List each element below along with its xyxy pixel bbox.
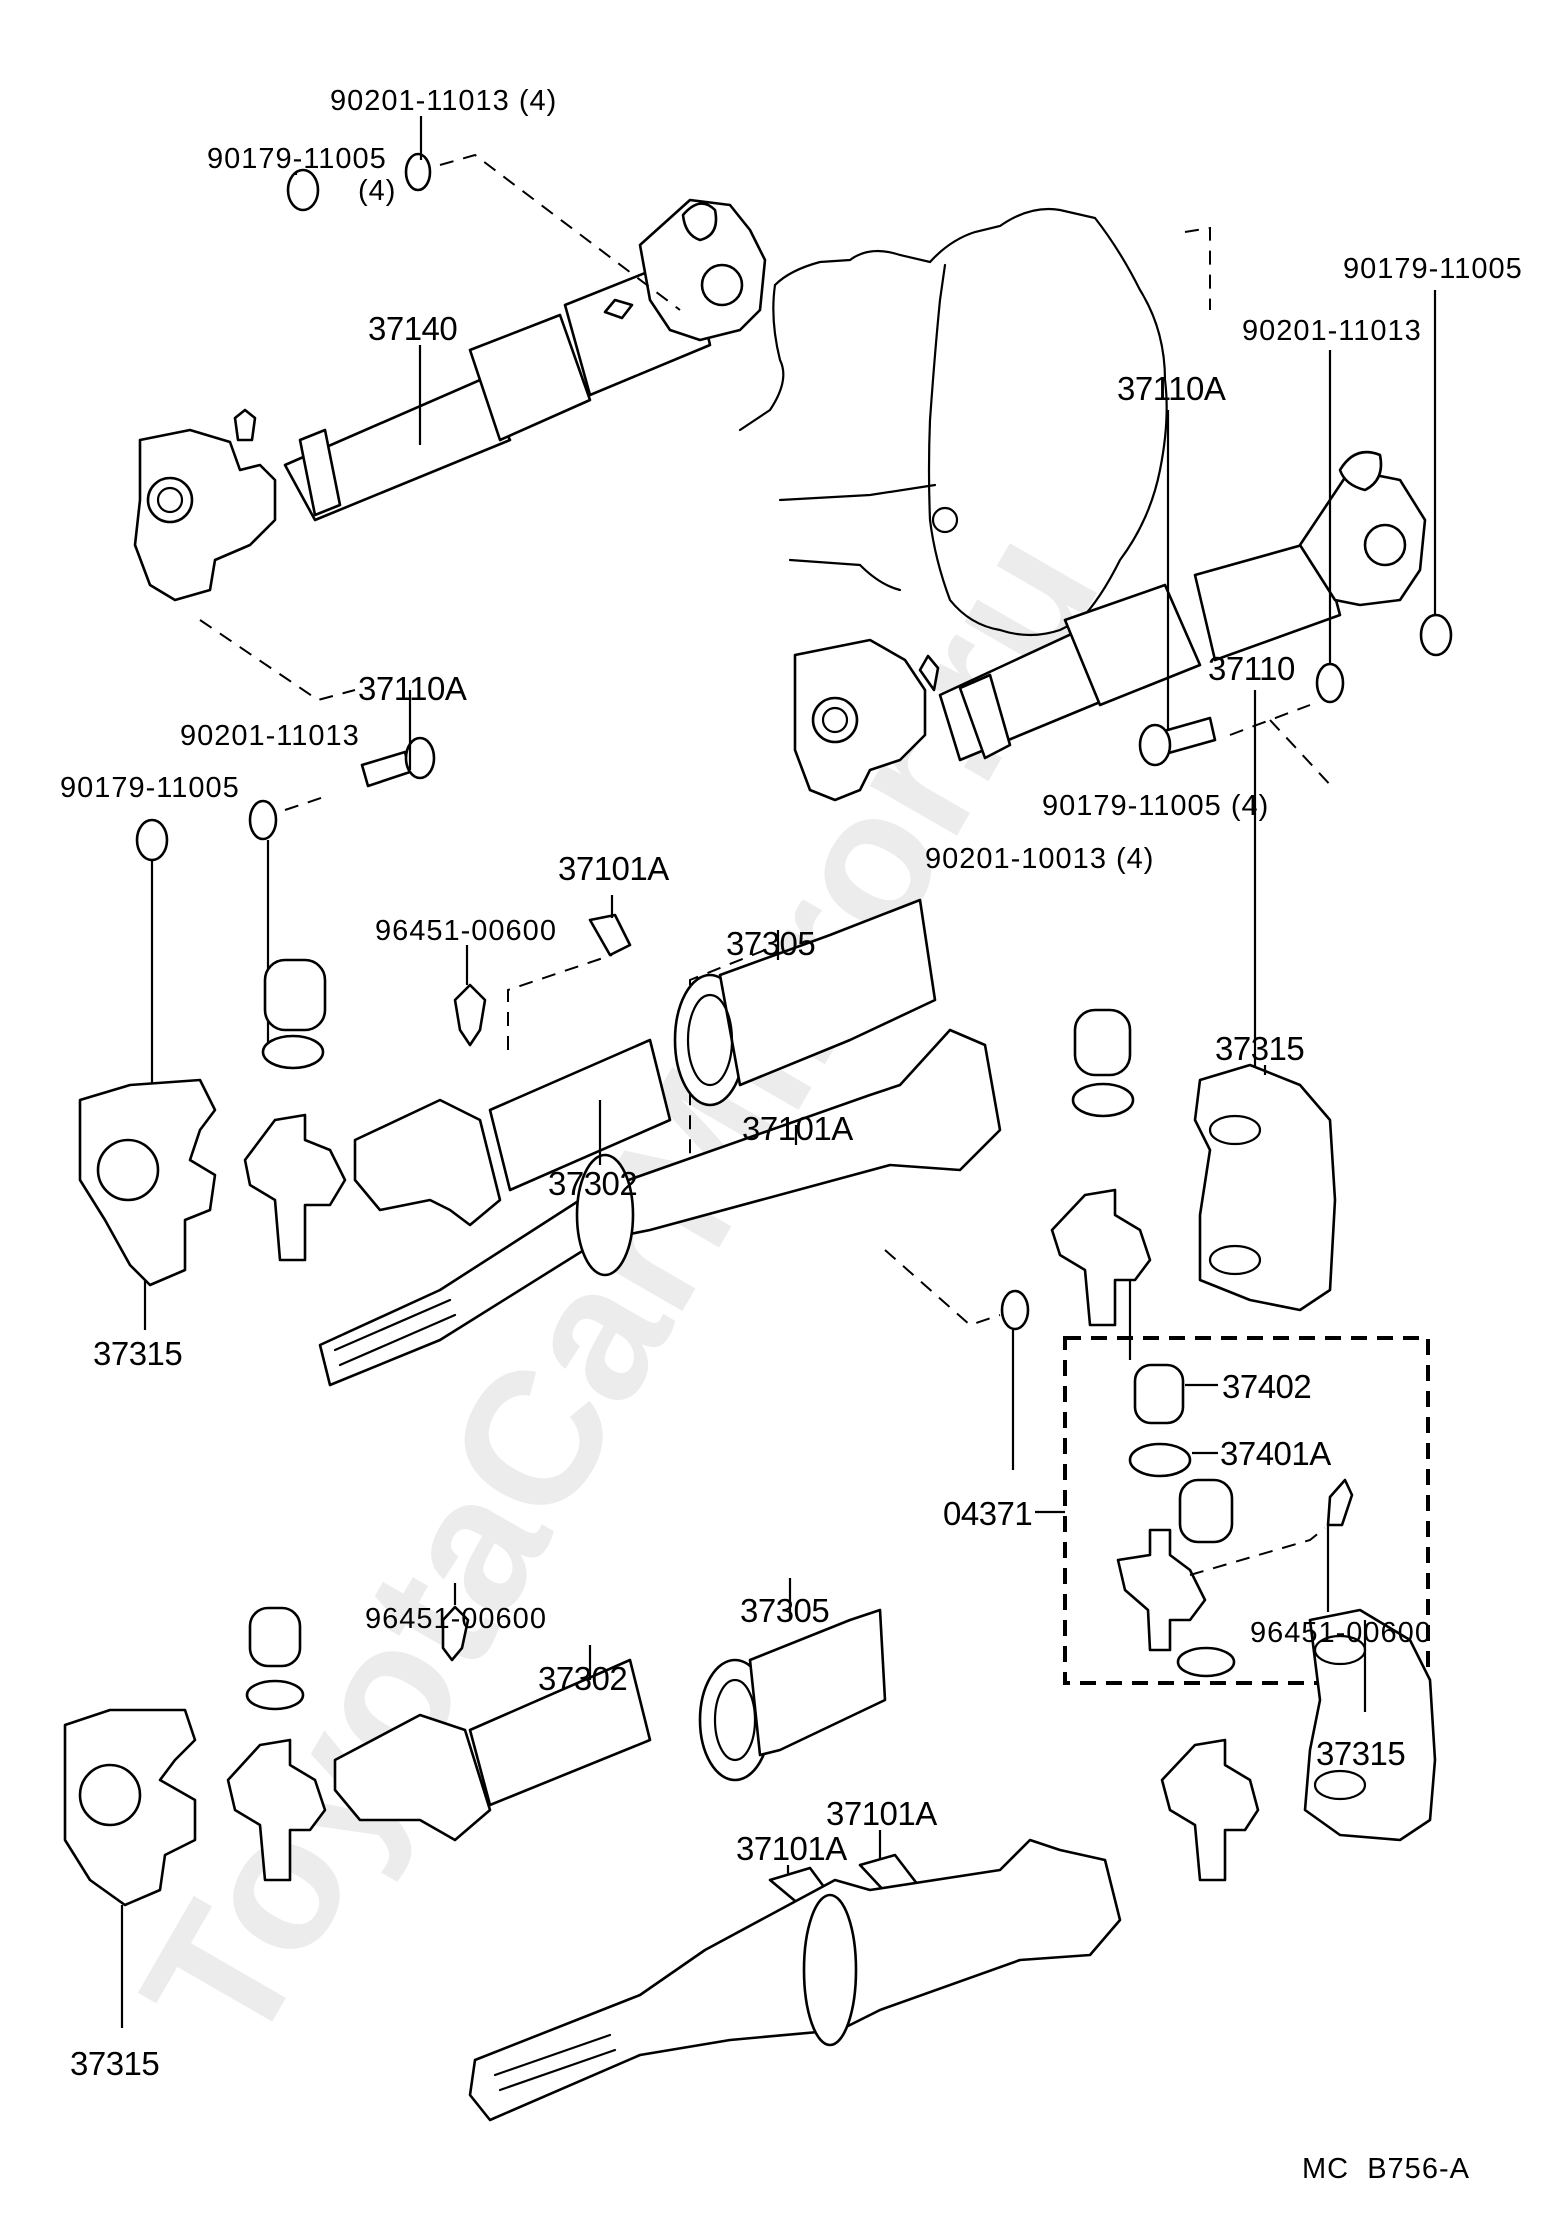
propeller-shaft-37140: [133, 198, 767, 602]
snap-ring: [245, 1679, 305, 1711]
label-90179-11005-qty4: 90179-11005 (4): [1042, 790, 1269, 822]
grease-fitting: [441, 1605, 470, 1662]
label-37402: 37402: [1222, 1368, 1311, 1405]
label-37110: 37110: [1208, 650, 1295, 687]
washer-90201-11013: [248, 799, 278, 841]
label-90179-11005: 90179-11005: [207, 143, 387, 175]
label-37305: 37305: [726, 925, 815, 962]
spider: [1050, 1188, 1152, 1327]
middle-exploded-parts: [78, 898, 1337, 1387]
snap-ring: [1071, 1082, 1135, 1118]
flange-yoke-37315: [1193, 1063, 1337, 1312]
fasteners-upper-left: [135, 152, 681, 862]
snap-ring: [1176, 1646, 1236, 1678]
label-90179-11005-left: 90179-11005: [60, 772, 240, 804]
bearing-cup: [1178, 1478, 1234, 1544]
yoke-shaft-37302: [333, 1713, 492, 1842]
part-labels: 90201-11013 (4) 90179-11005 (4) 37140 90…: [60, 85, 1523, 2185]
washer-90201-11013: [404, 152, 432, 192]
spider-kit-box: [1035, 1336, 1430, 1685]
spider: [1116, 1528, 1207, 1652]
leader-lines-upper: [150, 116, 1437, 1470]
label-37140: 37140: [368, 310, 457, 347]
label-37110A-left: 37110A: [358, 670, 467, 707]
nut-90179-11005: [135, 818, 169, 862]
leader-lines-lower: [120, 1578, 1367, 2028]
label-37401A: 37401A: [1220, 1435, 1331, 1472]
label-37315-right: 37315: [1215, 1030, 1304, 1067]
grease-fitting-96451-00600: [1326, 1478, 1354, 1527]
snap-ring-37401A: [1128, 1442, 1192, 1478]
label-96451-00600-kit: 96451-00600: [1250, 1617, 1432, 1649]
label-37110A-right: 37110A: [1117, 370, 1226, 407]
washer-90201-11013: [1315, 662, 1345, 704]
label-96451-00600: 96451-00600: [375, 915, 557, 947]
label-90201-10013-qty4: 90201-10013 (4): [925, 843, 1154, 875]
label-37315-lower-left: 37315: [70, 2045, 159, 2082]
snap-ring: [261, 1034, 325, 1070]
label-37101A-lower-b: 37101A: [736, 1830, 847, 1867]
bearing-cup: [1073, 1008, 1132, 1077]
leader-lines-middle: [143, 895, 1267, 1330]
label-37315-left: 37315: [93, 1335, 182, 1372]
diagram-code: MC B756-A: [1302, 2153, 1470, 2185]
label-37305-lower: 37305: [740, 1592, 829, 1629]
label-90201-11013-qty4: 90201-11013 (4): [330, 85, 557, 117]
label-37315-lower-right: 37315: [1316, 1735, 1405, 1772]
spider: [1160, 1738, 1260, 1882]
spider: [243, 1113, 347, 1262]
label-qty-4: (4): [358, 175, 396, 207]
label-90201-11013-left: 90201-11013: [180, 720, 360, 752]
nut-90179-11005: [286, 168, 320, 212]
label-37302-lower: 37302: [538, 1660, 627, 1697]
label-04371: 04371: [943, 1495, 1032, 1532]
yoke-shaft-37302: [353, 1098, 502, 1227]
bearing-cup: [263, 958, 327, 1032]
transfer-case-outline: [738, 207, 1211, 637]
balance-weight: [588, 913, 632, 957]
label-90201-11013-right: 90201-11013: [1242, 315, 1422, 347]
bearing-cup-37402: [1133, 1363, 1185, 1425]
label-37101A: 37101A: [558, 850, 669, 887]
nut-90179-11005: [1419, 613, 1453, 657]
washer-90201-10013: [1000, 1289, 1030, 1331]
propeller-shaft-37110: [793, 450, 1427, 802]
flange-yoke-37315: [1303, 1608, 1437, 1842]
label-37101A-second: 37101A: [742, 1110, 853, 1147]
label-90179-11005-right: 90179-11005: [1343, 253, 1523, 285]
label-37302: 37302: [548, 1165, 637, 1202]
lower-exploded-parts: [63, 1478, 1437, 2122]
label-37101A-lower-a: 37101A: [826, 1795, 937, 1832]
grease-fitting: [453, 983, 487, 1047]
propeller-tube-lower: [468, 1838, 1122, 2122]
bolt-37110A: [360, 750, 412, 788]
spider: [226, 1738, 327, 1882]
bearing-cup: [248, 1606, 302, 1668]
label-96451-00600-lower: 96451-00600: [365, 1603, 547, 1635]
